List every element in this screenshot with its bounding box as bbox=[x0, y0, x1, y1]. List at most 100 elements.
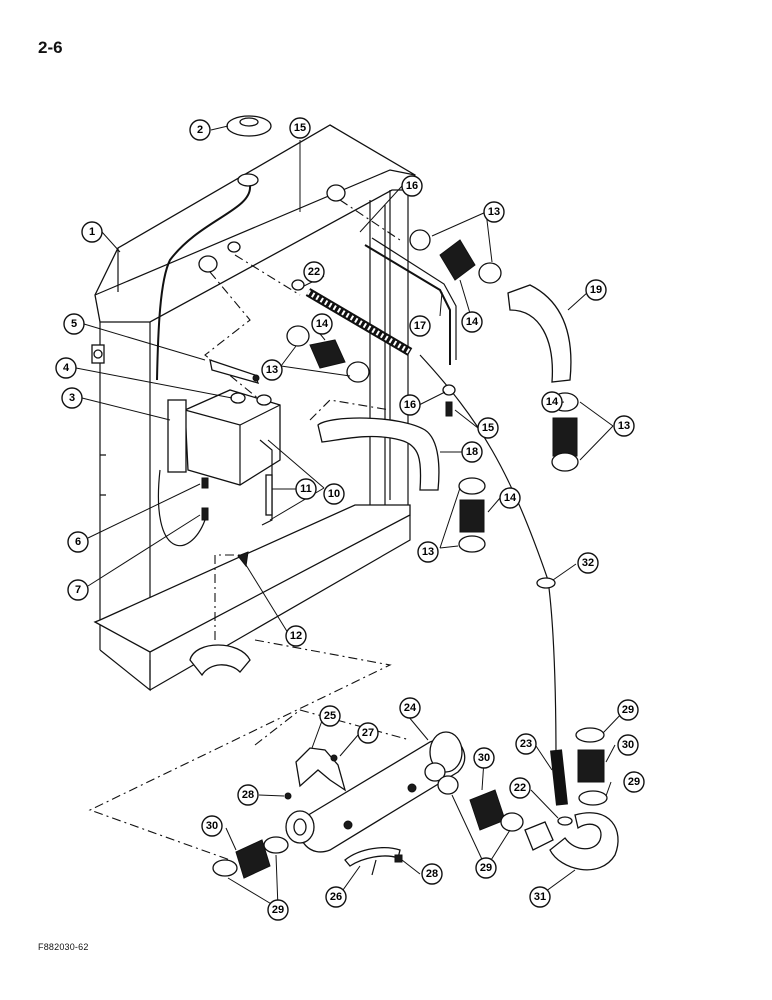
callout-14-b: 14 bbox=[311, 313, 333, 335]
callout-29-a: 29 bbox=[617, 699, 639, 721]
callout-label: 26 bbox=[330, 891, 342, 903]
lower-left-hose-set bbox=[212, 775, 524, 879]
callout-label: 14 bbox=[466, 316, 479, 328]
callout-2: 2 bbox=[189, 119, 211, 141]
callout-3: 3 bbox=[61, 387, 83, 409]
callout-label: 30 bbox=[622, 739, 634, 751]
hose-23 bbox=[550, 749, 568, 806]
callout-25: 25 bbox=[319, 705, 341, 727]
callout-label: 23 bbox=[520, 738, 532, 750]
callout-label: 10 bbox=[328, 488, 340, 500]
callout-label: 24 bbox=[404, 702, 417, 714]
callout-label: 15 bbox=[482, 422, 494, 434]
lower-right-hose-set bbox=[524, 727, 619, 871]
callout-31: 31 bbox=[529, 886, 551, 908]
callout-label: 29 bbox=[622, 704, 634, 716]
callout-1: 1 bbox=[81, 221, 103, 243]
page-number: 2-6 bbox=[38, 38, 63, 57]
callout-14-c: 14 bbox=[541, 391, 563, 413]
recovery-tank bbox=[167, 389, 281, 526]
callout-15-b: 15 bbox=[477, 417, 499, 439]
callout-label: 7 bbox=[75, 584, 81, 596]
callout-10: 10 bbox=[323, 483, 345, 505]
callout-label: 28 bbox=[426, 868, 438, 880]
callout-29-c: 29 bbox=[475, 857, 497, 879]
callout-16-a: 16 bbox=[401, 175, 423, 197]
upper-hose-set bbox=[286, 229, 572, 383]
callout-label: 19 bbox=[590, 284, 602, 296]
right-hose-stack bbox=[458, 392, 579, 553]
callout-label: 3 bbox=[69, 392, 75, 404]
callout-label: 29 bbox=[480, 862, 492, 874]
callout-17: 17 bbox=[409, 315, 431, 337]
callout-label: 17 bbox=[414, 320, 426, 332]
callout-label: 15 bbox=[294, 122, 306, 134]
callout-label: 1 bbox=[89, 226, 95, 238]
muffler bbox=[285, 731, 466, 853]
callout-label: 16 bbox=[404, 399, 416, 411]
callout-13-a: 13 bbox=[483, 201, 505, 223]
callout-label: 4 bbox=[63, 362, 70, 374]
callout-label: 2 bbox=[197, 124, 203, 136]
callout-label: 22 bbox=[514, 782, 526, 794]
radiator-cap bbox=[226, 115, 272, 137]
callout-label: 22 bbox=[308, 266, 320, 278]
callout-13-b: 13 bbox=[261, 359, 283, 381]
callout-14-a: 14 bbox=[461, 311, 483, 333]
callout-label: 25 bbox=[324, 710, 336, 722]
callout-label: 30 bbox=[206, 820, 218, 832]
callout-30-c: 30 bbox=[201, 815, 223, 837]
callout-28-b: 28 bbox=[421, 863, 443, 885]
callout-6: 6 bbox=[67, 531, 89, 553]
callout-label: 13 bbox=[266, 364, 278, 376]
radiator bbox=[91, 124, 416, 692]
callout-16-b: 16 bbox=[399, 394, 421, 416]
callout-26: 26 bbox=[325, 886, 347, 908]
callout-label: 14 bbox=[546, 396, 559, 408]
callout-label: 13 bbox=[618, 420, 630, 432]
callout-22-b: 22 bbox=[509, 777, 531, 799]
callout-29-b: 29 bbox=[623, 771, 645, 793]
callout-30-a: 30 bbox=[617, 734, 639, 756]
callout-label: 14 bbox=[504, 492, 517, 504]
callout-5: 5 bbox=[63, 313, 85, 335]
callout-label: 5 bbox=[71, 318, 77, 330]
callout-30-b: 30 bbox=[473, 747, 495, 769]
callout-label: 28 bbox=[242, 789, 254, 801]
callout-label: 13 bbox=[488, 206, 500, 218]
callout-13-c: 13 bbox=[613, 415, 635, 437]
callout-label: 18 bbox=[466, 446, 478, 458]
callout-label: 31 bbox=[534, 891, 546, 903]
callout-label: 29 bbox=[628, 776, 640, 788]
callout-label: 6 bbox=[75, 536, 81, 548]
callout-28-a: 28 bbox=[237, 784, 259, 806]
callout-12: 12 bbox=[285, 625, 307, 647]
callout-29-d: 29 bbox=[267, 899, 289, 921]
callout-24: 24 bbox=[399, 697, 421, 719]
callout-label: 13 bbox=[422, 546, 434, 558]
callout-11: 11 bbox=[295, 478, 317, 500]
callout-27: 27 bbox=[357, 722, 379, 744]
callout-label: 30 bbox=[478, 752, 490, 764]
callout-22-a: 22 bbox=[303, 261, 325, 283]
fill-neck bbox=[156, 173, 259, 381]
callout-label: 32 bbox=[582, 557, 594, 569]
callout-14-d: 14 bbox=[499, 487, 521, 509]
callout-label: 29 bbox=[272, 904, 284, 916]
figure-code: F882030-62 bbox=[38, 942, 89, 952]
callout-label: 14 bbox=[316, 318, 329, 330]
callout-19: 19 bbox=[585, 279, 607, 301]
callout-23: 23 bbox=[515, 733, 537, 755]
corrugated-tube bbox=[305, 288, 413, 356]
callout-32: 32 bbox=[577, 552, 599, 574]
callout-label: 27 bbox=[362, 727, 374, 739]
callout-label: 16 bbox=[406, 180, 418, 192]
callout-4: 4 bbox=[55, 357, 77, 379]
callout-7: 7 bbox=[67, 579, 89, 601]
callout-13-d: 13 bbox=[417, 541, 439, 563]
callout-label: 12 bbox=[290, 630, 302, 642]
callout-label: 11 bbox=[300, 483, 312, 495]
callout-18: 18 bbox=[461, 441, 483, 463]
callout-15-a: 15 bbox=[289, 117, 311, 139]
